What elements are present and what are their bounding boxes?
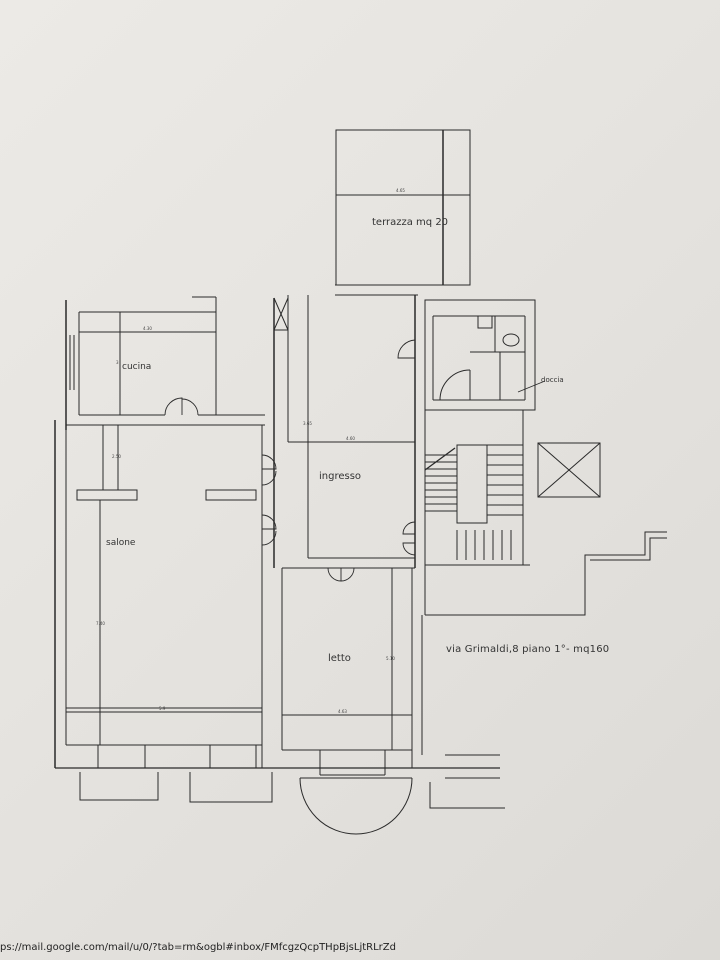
- terrazza-outline: [335, 129, 471, 296]
- room-label-doccia: doccia: [541, 376, 564, 384]
- outer-wall-right: [421, 531, 667, 809]
- dim-letto-height: 5.10: [386, 656, 395, 661]
- room-label-terrazza: terrazza mq 20: [372, 217, 448, 228]
- bagno-outline: [424, 299, 536, 411]
- room-label-salone: salone: [106, 538, 136, 548]
- dim-salone-width: 5.9: [159, 706, 166, 711]
- ingresso-outline: [273, 295, 416, 568]
- dim-cucina-width: 4.30: [143, 326, 152, 331]
- room-label-letto: letto: [328, 653, 351, 664]
- stairwell-outline: [424, 410, 530, 615]
- dim-ingresso-width: 4.60: [346, 436, 355, 441]
- cucina-outline: [65, 296, 265, 430]
- room-label-ingresso: ingresso: [319, 471, 361, 482]
- door-swings: [164, 339, 416, 582]
- salone-outline: [54, 420, 500, 803]
- room-label-cucina: cucina: [122, 362, 151, 372]
- elevator-shaft: [537, 442, 601, 498]
- dim-letto-width: 4.63: [338, 709, 347, 714]
- dim-ingresso-height: 3.65: [303, 421, 312, 426]
- doccia-leader-line: [517, 380, 546, 393]
- dim-terrazza-width: 4.65: [396, 188, 405, 193]
- dim-salone-height: 2.50: [112, 454, 121, 459]
- dim-cucina-height: 3: [116, 360, 119, 365]
- letto-outline: [281, 567, 415, 835]
- address-note: via Grimaldi,8 piano 1°- mq160: [446, 644, 610, 655]
- dim-salone-length: 7.40: [96, 621, 105, 626]
- print-url-footer: ps://mail.google.com/mail/u/0/?tab=rm&og…: [0, 942, 396, 953]
